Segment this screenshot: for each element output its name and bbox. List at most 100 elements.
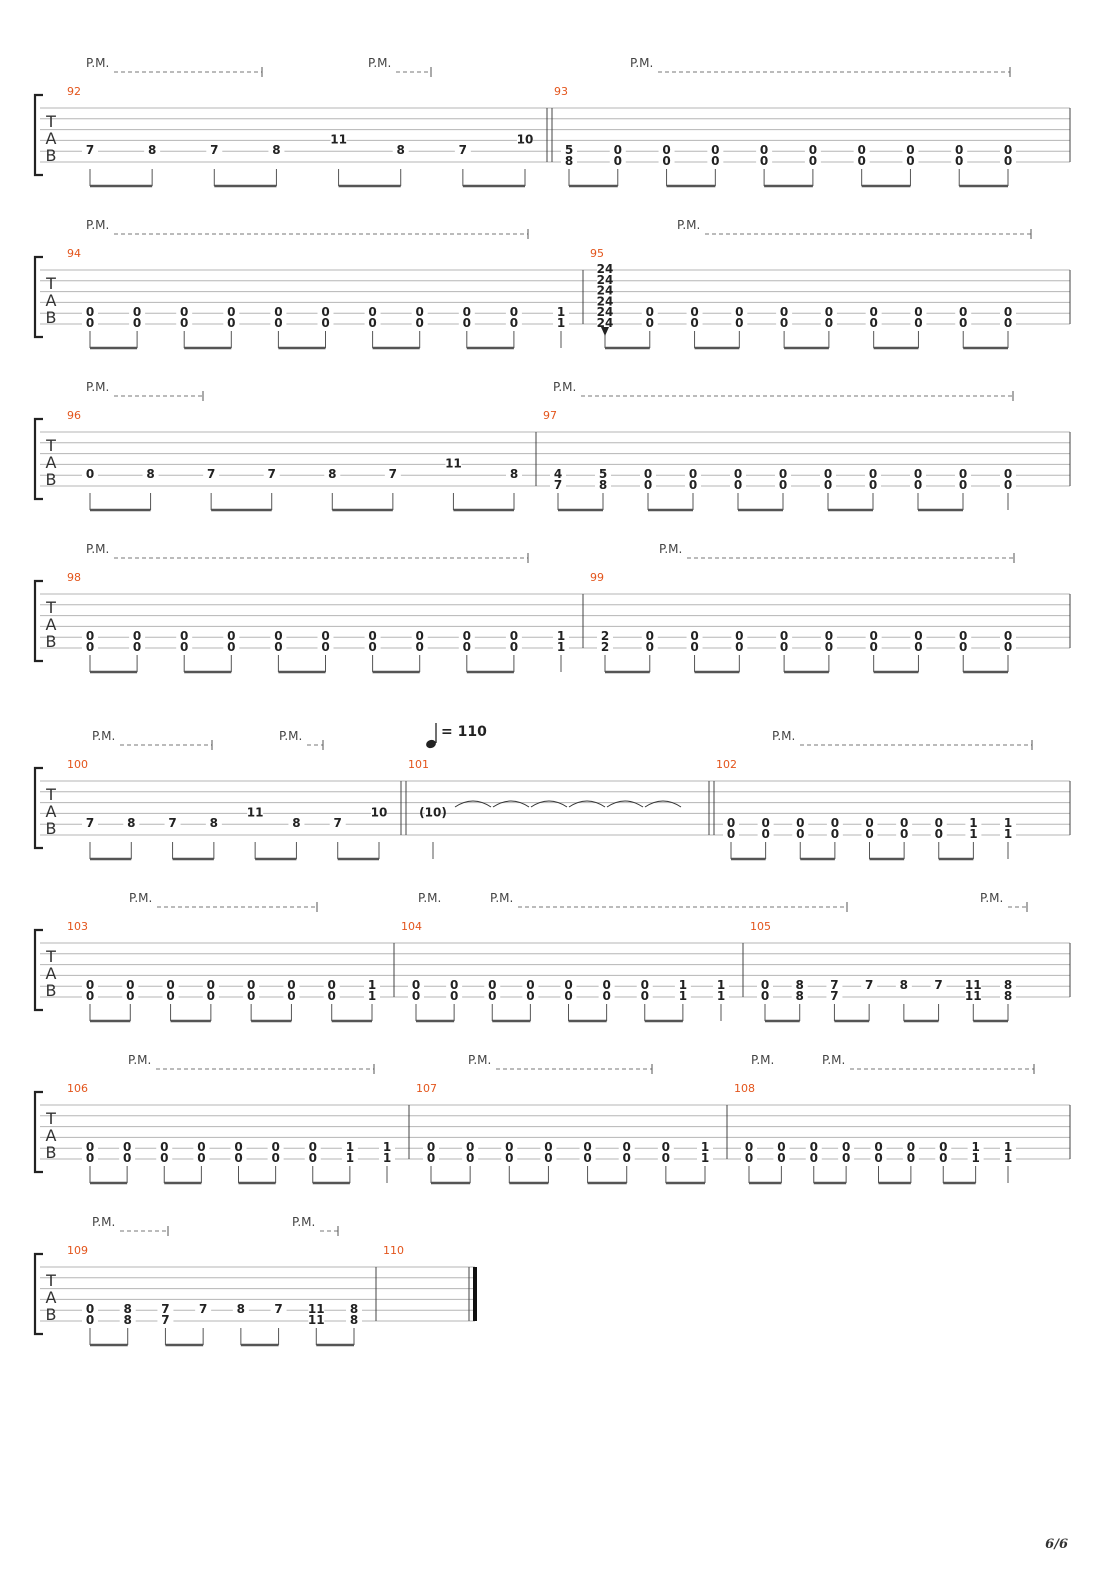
measure-number: 101 — [408, 758, 429, 771]
fret-number: 0 — [869, 640, 877, 654]
note-mask — [640, 468, 656, 480]
system-bracket — [33, 255, 43, 339]
note-mask — [791, 979, 808, 991]
fret-number: 7 — [86, 143, 94, 157]
fret-number: 7 — [274, 1302, 282, 1316]
fret-number: 0 — [831, 827, 839, 841]
fret-number: 0 — [510, 629, 518, 643]
note-mask — [157, 1313, 174, 1325]
fret-number: 7 — [830, 989, 838, 1003]
fret-number: 0 — [646, 629, 654, 643]
note-mask — [910, 630, 927, 642]
fret-number: 1 — [679, 978, 687, 992]
fret-number: 1 — [701, 1140, 709, 1154]
note-mask — [202, 979, 219, 991]
tab-clef-letter: A — [46, 964, 57, 983]
note-mask — [804, 154, 821, 166]
note-mask — [930, 827, 947, 839]
fret-number: 8 — [124, 1313, 132, 1327]
note-mask — [776, 316, 793, 328]
note-mask — [826, 827, 843, 839]
fret-number: 5 — [565, 143, 573, 157]
fret-number: 0 — [247, 989, 255, 1003]
note-mask — [951, 144, 968, 156]
fret-number: 0 — [234, 1151, 242, 1165]
note-mask — [955, 640, 972, 652]
fret-number: 0 — [831, 816, 839, 830]
note-mask — [910, 316, 927, 328]
note-mask — [561, 154, 577, 166]
note-mask — [902, 1151, 919, 1163]
note-mask — [501, 1151, 518, 1163]
fret-number: 0 — [761, 816, 769, 830]
measure-number: 96 — [67, 409, 81, 422]
note-mask — [730, 468, 746, 480]
note-mask — [270, 306, 287, 318]
note-mask — [967, 1141, 984, 1153]
note-mask — [162, 989, 179, 1001]
tab-system: TABP.M.P.M.P.M.P.M.106000000000000001111… — [33, 1053, 1071, 1185]
fret-number: 0 — [955, 143, 963, 157]
fret-number: 0 — [825, 316, 833, 330]
measure-number: 108 — [734, 1082, 755, 1095]
note-mask — [423, 1141, 439, 1153]
fret-number: 0 — [328, 989, 336, 1003]
note-mask — [657, 1151, 674, 1163]
note-mask — [506, 468, 522, 480]
fret-number: 0 — [734, 467, 742, 481]
fret-number: 0 — [180, 629, 188, 643]
fret-number: 0 — [646, 305, 654, 319]
fret-number: 0 — [842, 1151, 850, 1165]
fret-number: 2 — [601, 629, 609, 643]
note-mask — [392, 144, 409, 156]
fret-number: 0 — [227, 640, 235, 654]
fret-number: 0 — [466, 1151, 474, 1165]
note-mask — [247, 806, 264, 818]
palm-mute-label: P.M. — [553, 380, 576, 394]
measure-number: 94 — [67, 247, 81, 260]
note-mask — [579, 1151, 596, 1163]
fret-number: 8 — [237, 1302, 245, 1316]
note-mask — [346, 1303, 362, 1315]
note-mask — [411, 306, 428, 318]
page-number: 6/6 — [1045, 1537, 1068, 1552]
note-mask — [756, 154, 773, 166]
fret-number: 1 — [346, 1151, 354, 1165]
note-mask — [540, 1151, 557, 1163]
note-mask — [446, 989, 463, 1001]
note-mask — [458, 316, 475, 328]
fret-number: 0 — [646, 640, 654, 654]
note-mask — [838, 1151, 855, 1163]
fret-number: 0 — [939, 1140, 947, 1154]
note-mask — [896, 817, 913, 829]
note-mask — [560, 979, 577, 991]
note-mask — [82, 630, 98, 642]
fret-number: 0 — [412, 989, 420, 1003]
palm-mute-label: P.M. — [772, 729, 795, 743]
fret-number: 0 — [646, 316, 654, 330]
note-mask — [838, 1141, 855, 1153]
palm-mute-label: P.M. — [92, 1215, 115, 1229]
palm-mute-label: P.M. — [368, 56, 391, 70]
fret-number: 1 — [1004, 827, 1012, 841]
fret-number: 7 — [161, 1302, 169, 1316]
note-mask — [902, 154, 919, 166]
note-mask — [550, 478, 566, 490]
fret-number: 0 — [900, 827, 908, 841]
fret-number: 0 — [735, 316, 743, 330]
note-mask — [176, 640, 193, 652]
fret-number: 7 — [199, 1302, 207, 1316]
note-mask — [458, 640, 475, 652]
fret-number: 0 — [780, 316, 788, 330]
fret-number: 0 — [914, 478, 922, 492]
fret-number: 0 — [274, 629, 282, 643]
palm-mute-label: P.M. — [129, 891, 152, 905]
measure-number: 93 — [554, 85, 568, 98]
note-mask — [757, 827, 774, 839]
note-mask — [505, 306, 522, 318]
fret-number: 0 — [133, 316, 141, 330]
tie-arc — [492, 800, 530, 808]
note-mask — [129, 630, 146, 642]
fret-number: 0 — [761, 978, 769, 992]
